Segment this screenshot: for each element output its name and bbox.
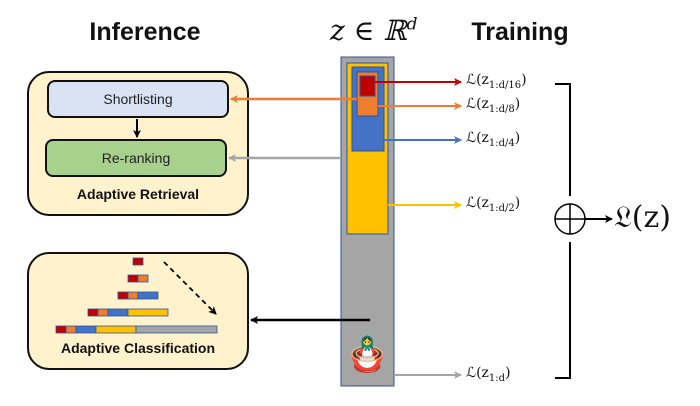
bar-segment-gray <box>135 325 218 334</box>
loss-d4-sub: 1:d/4 <box>488 137 515 149</box>
bar-segment-yellow <box>127 308 169 317</box>
bar-segment-orange <box>65 325 77 334</box>
bar-segment-orange <box>97 308 109 317</box>
sum-icon <box>554 203 586 235</box>
representation-text: z ∈ ℝ <box>330 14 407 47</box>
loss-d-sub: 1:d <box>488 372 506 384</box>
loss-d-suffix: ) <box>505 365 511 381</box>
loss-d16-prefix: ℒ(z <box>466 72 489 88</box>
loss-d16-sub: 1:d/16 <box>488 79 522 91</box>
aggregate-loss: 𝔏(z) <box>614 200 672 235</box>
loss-d4: ℒ(z1:d/4) <box>466 130 520 149</box>
classification-bar-3 <box>117 291 159 300</box>
classification-bar-2 <box>127 274 149 283</box>
matryoshka-doll-icon: 🪆 <box>346 336 389 374</box>
loss-d8-sub: 1:d/8 <box>488 103 515 115</box>
loss-d16-suffix: ) <box>521 72 527 88</box>
loss-d2-suffix: ) <box>514 195 521 211</box>
shortlisting-label: Shortlisting <box>103 91 173 107</box>
reranking-label: Re-ranking <box>101 150 171 166</box>
classification-bar-1 <box>132 257 144 266</box>
inference-heading: Inference <box>89 18 201 46</box>
bar-segment-red <box>55 325 67 334</box>
loss-d16: ℒ(z1:d/16) <box>466 72 527 91</box>
loss-d-prefix: ℒ(z <box>466 365 489 381</box>
bar-segment-yellow <box>95 325 137 334</box>
bar-segment-blue <box>75 325 97 334</box>
reranking-box[interactable]: Re-ranking <box>45 139 227 177</box>
loss-d8: ℒ(z1:d/8) <box>466 96 520 115</box>
shortlisting-box[interactable]: Shortlisting <box>47 80 229 118</box>
training-heading: Training <box>471 18 569 46</box>
classification-bar-4 <box>87 308 169 317</box>
adaptive-retrieval-caption: Adaptive Retrieval <box>76 186 200 202</box>
loss-d4-suffix: ) <box>514 130 521 146</box>
bar-segment-blue <box>107 308 129 317</box>
classification-bar-5 <box>55 325 218 334</box>
loss-d4-prefix: ℒ(z <box>466 130 489 146</box>
bar-segment-red <box>87 308 99 317</box>
representation-superscript: d <box>406 14 418 35</box>
loss-d8-suffix: ) <box>514 96 521 112</box>
bar-segment-red <box>132 257 144 266</box>
dim-d16-block <box>359 75 376 97</box>
loss-bracket-bottom <box>555 242 571 379</box>
loss-d: ℒ(z1:d) <box>466 365 511 384</box>
bar-segment-red <box>117 291 129 300</box>
loss-d8-prefix: ℒ(z <box>466 96 489 112</box>
bar-segment-red <box>127 274 139 283</box>
loss-d2: ℒ(z1:d/2) <box>466 195 520 214</box>
loss-d2-prefix: ℒ(z <box>466 195 489 211</box>
classification-dashed-arrow <box>163 261 217 315</box>
bar-segment-blue <box>137 291 159 300</box>
adaptive-classification-caption: Adaptive Classification <box>60 340 216 356</box>
loss-bracket-top <box>555 83 571 196</box>
representation-label: z ∈ ℝd <box>330 14 417 47</box>
loss-d2-sub: 1:d/2 <box>488 202 515 214</box>
bar-segment-orange <box>137 274 149 283</box>
bar-segment-orange <box>127 291 139 300</box>
classification-bars <box>55 257 218 334</box>
